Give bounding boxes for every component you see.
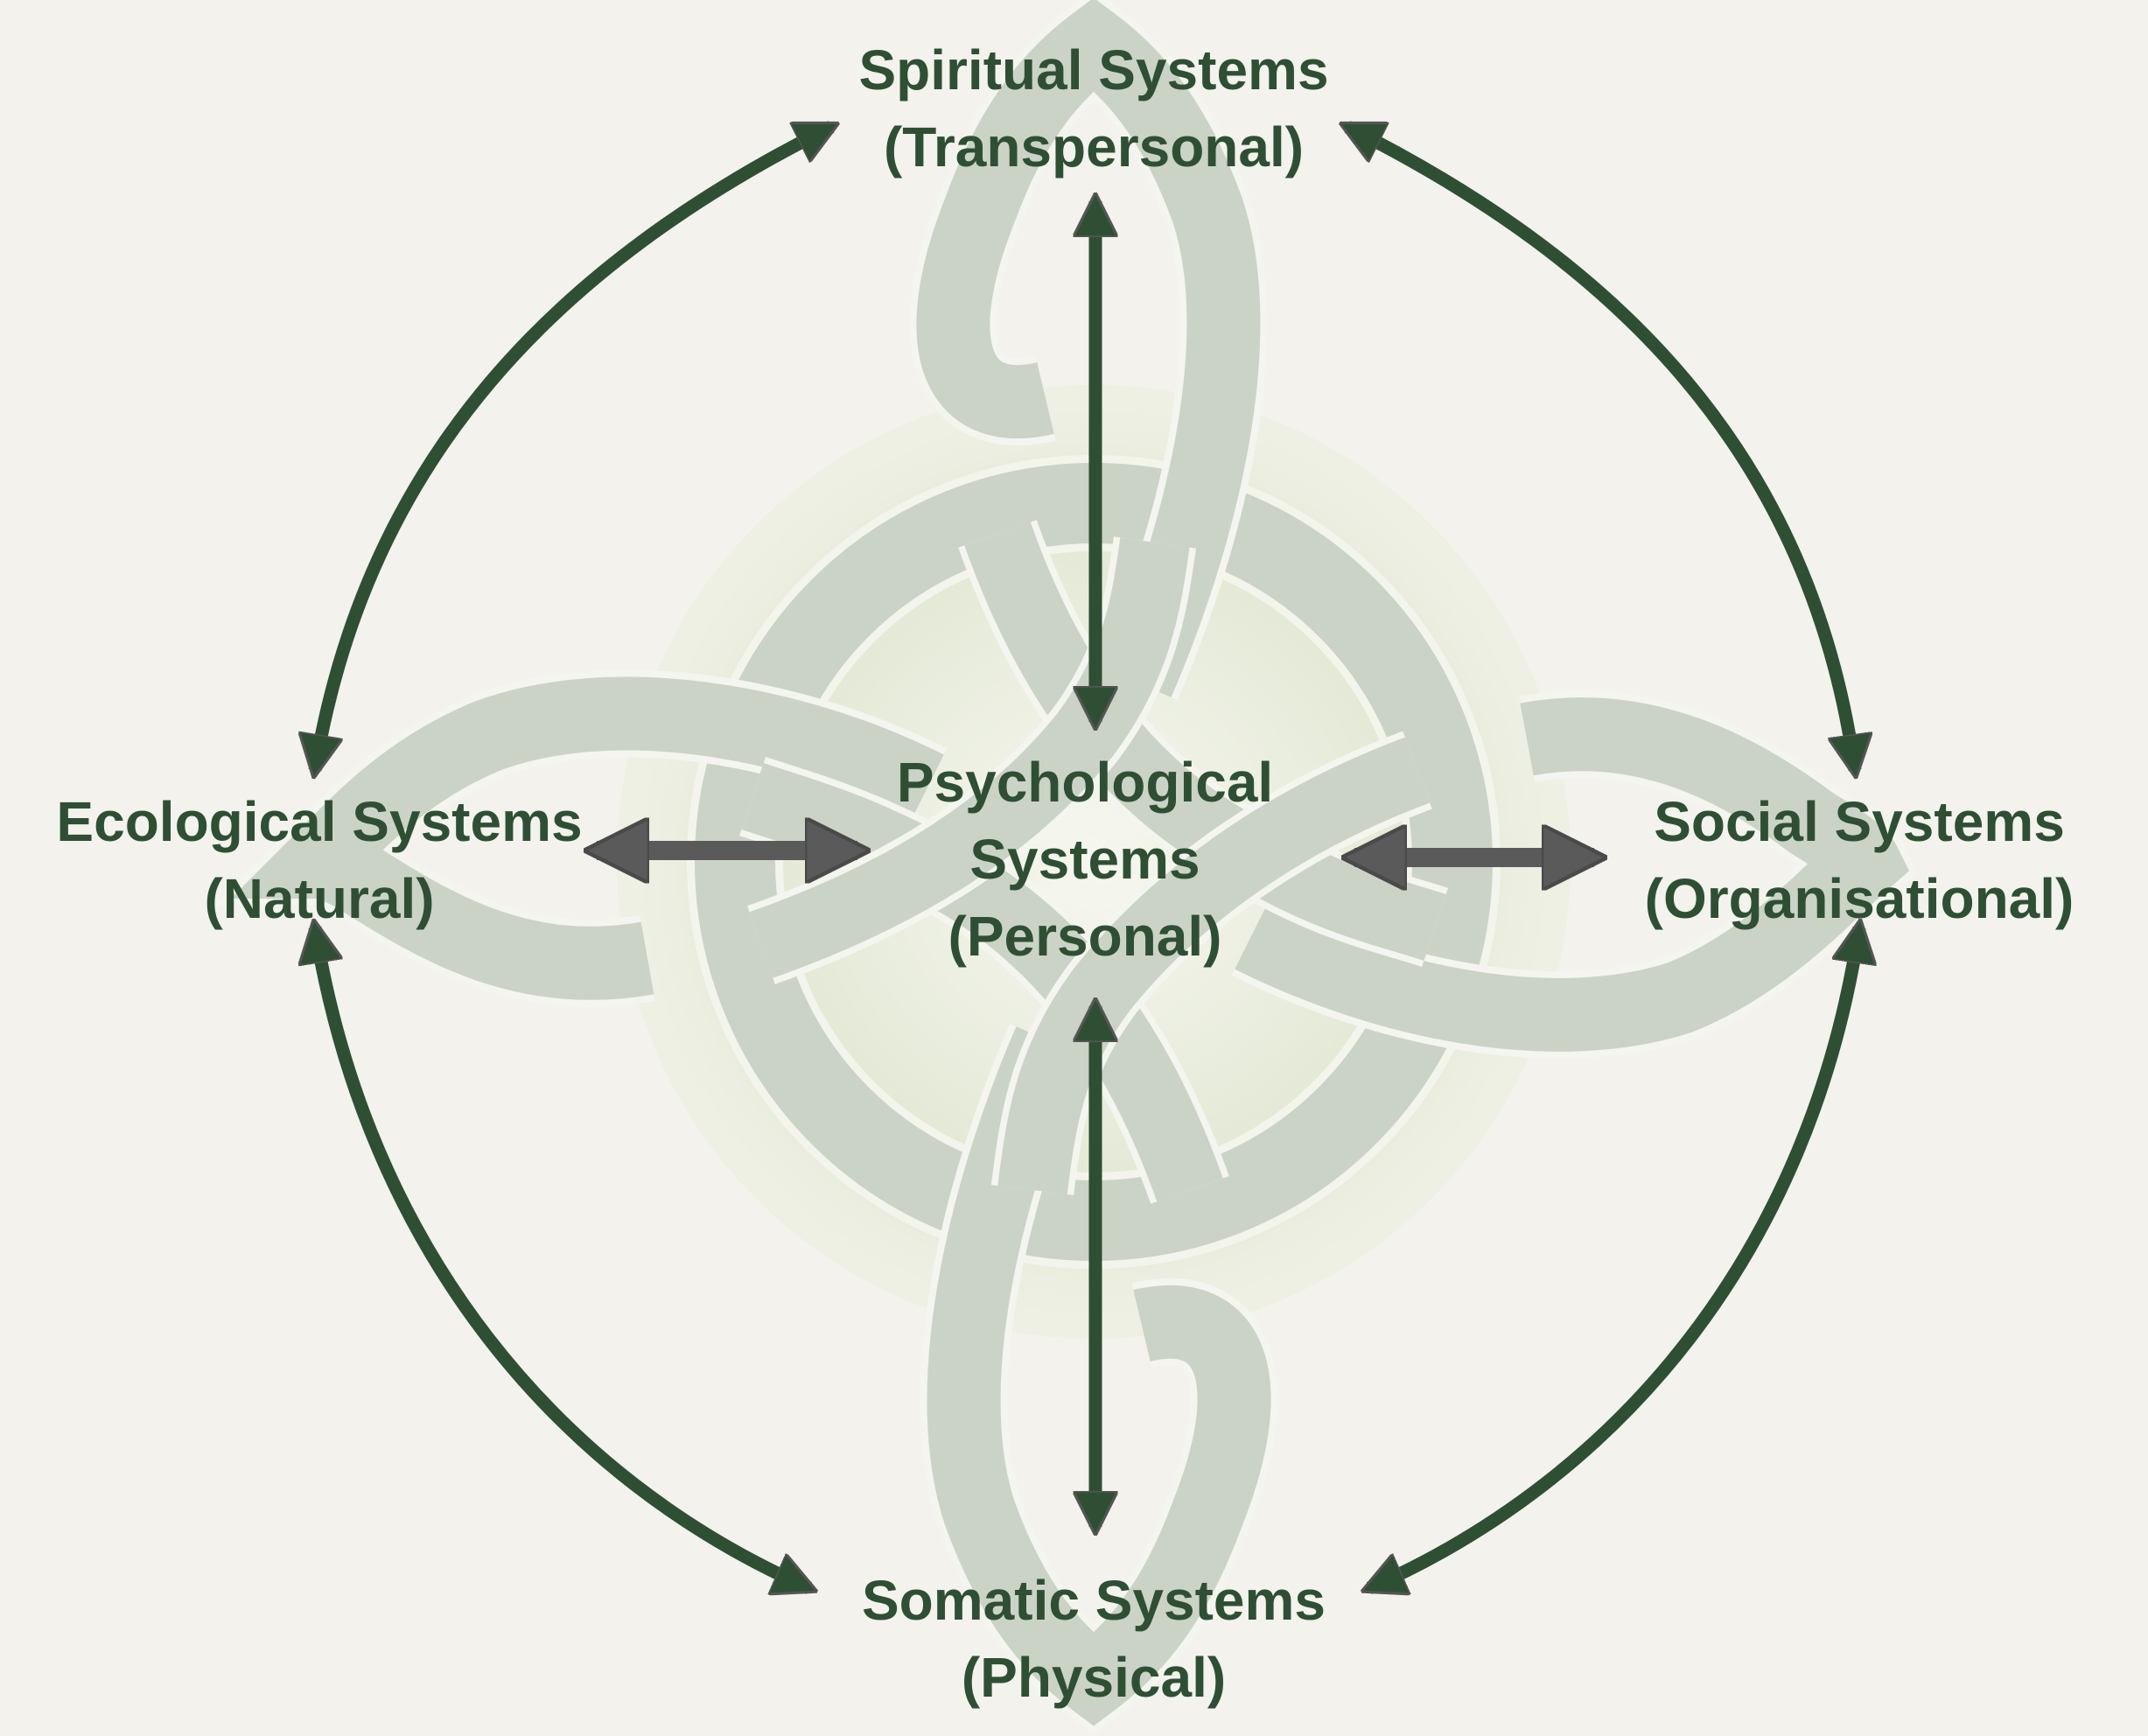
- node-ecological: Ecological Systems (Natural): [56, 783, 582, 937]
- node-social-title: Social Systems: [1654, 790, 2065, 853]
- node-social-subtitle: (Organisational): [1644, 867, 2075, 930]
- node-somatic: Somatic Systems (Physical): [862, 1562, 1326, 1716]
- arrow-spiritual-social: [1347, 121, 1855, 770]
- arrow-spiritual-ecological: [315, 121, 831, 770]
- outer-arrows: [315, 121, 1859, 1588]
- node-spiritual-title: Spiritual Systems: [858, 38, 1329, 102]
- node-psychological-line2: Systems: [969, 828, 1200, 891]
- node-psychological-subtitle: (Personal): [948, 905, 1222, 968]
- node-social: Social Systems (Organisational): [1645, 783, 2075, 937]
- node-somatic-subtitle: (Physical): [961, 1646, 1227, 1709]
- arrow-ecological-somatic: [315, 928, 809, 1588]
- node-psychological-title: Psychological: [896, 751, 1274, 814]
- arrow-social-somatic: [1369, 928, 1859, 1588]
- node-spiritual-subtitle: (Transpersonal): [883, 116, 1305, 178]
- node-ecological-subtitle: (Natural): [204, 867, 435, 930]
- node-ecological-title: Ecological Systems: [56, 790, 583, 853]
- inner-arrows: [597, 201, 1594, 1527]
- node-psychological: Psychological Systems (Personal): [897, 744, 1273, 975]
- node-spiritual: Spiritual Systems (Transpersonal): [858, 32, 1328, 186]
- node-somatic-title: Somatic Systems: [861, 1569, 1326, 1632]
